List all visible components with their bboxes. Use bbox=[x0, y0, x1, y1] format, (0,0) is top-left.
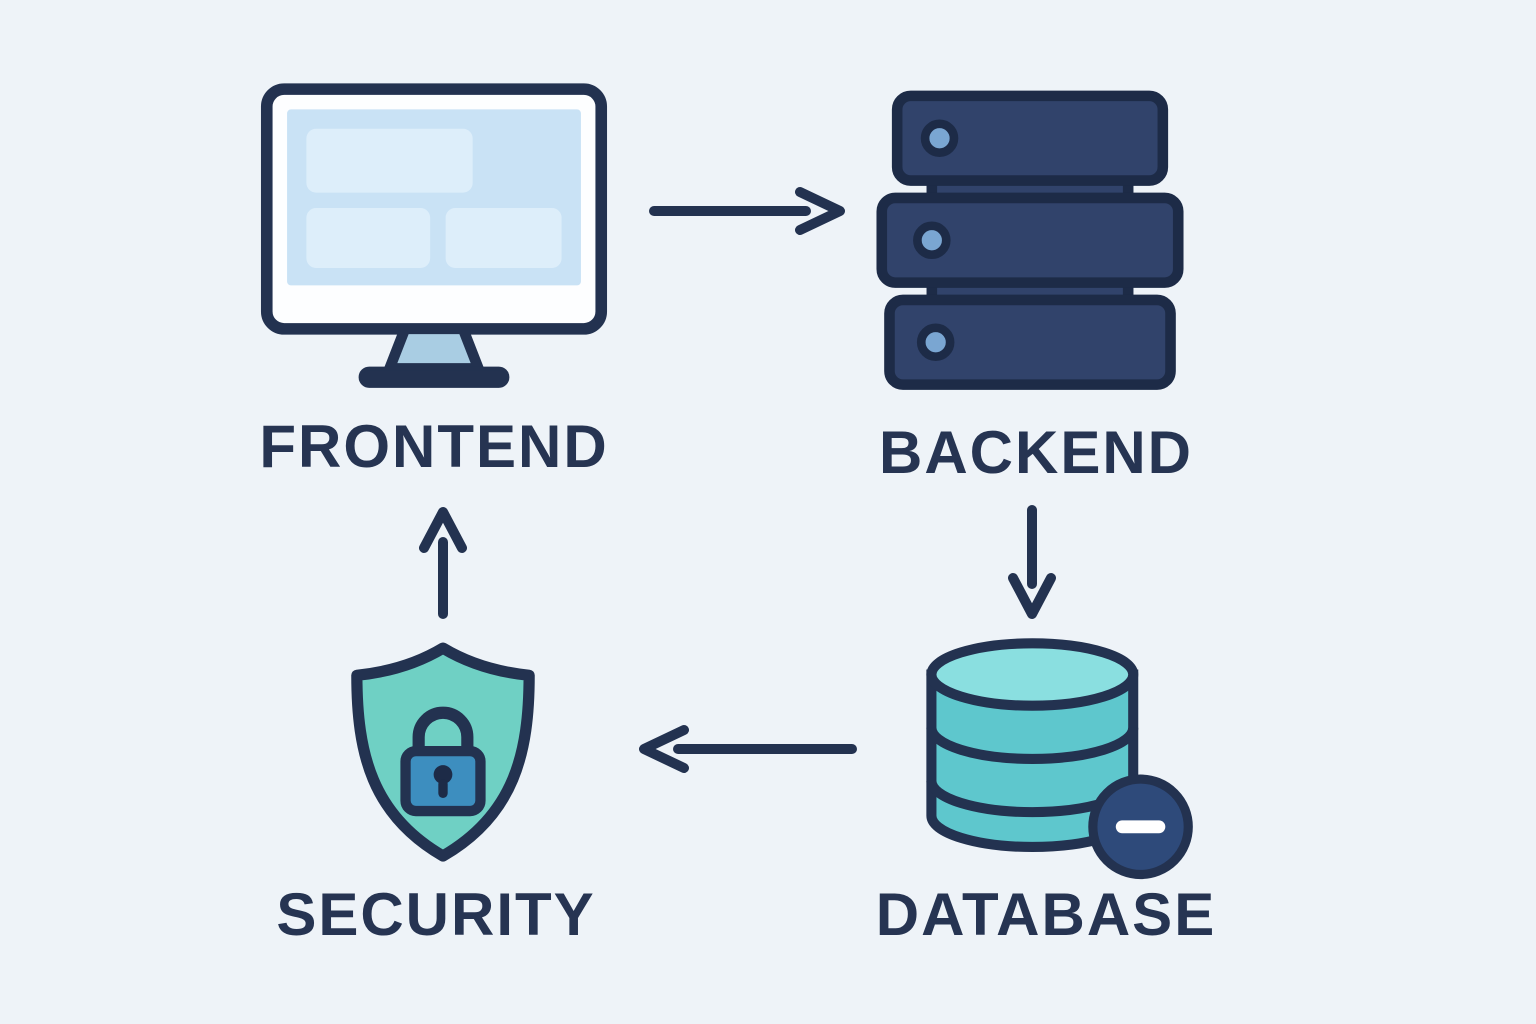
node-label-security: SECURITY bbox=[276, 881, 596, 948]
node-label-database: DATABASE bbox=[875, 881, 1217, 948]
arrow-frontend-to-backend bbox=[649, 187, 845, 235]
database-cylinder-icon bbox=[926, 638, 1193, 880]
node-label-backend: BACKEND bbox=[879, 419, 1193, 486]
arrow-backend-to-database bbox=[1008, 505, 1056, 619]
server-stack-icon bbox=[876, 90, 1184, 390]
node-label-frontend: FRONTEND bbox=[259, 413, 609, 480]
arrow-security-to-frontend bbox=[419, 507, 467, 619]
shield-lock-icon bbox=[351, 642, 535, 862]
monitor-icon bbox=[260, 83, 608, 388]
arrow-database-to-security bbox=[639, 725, 857, 773]
